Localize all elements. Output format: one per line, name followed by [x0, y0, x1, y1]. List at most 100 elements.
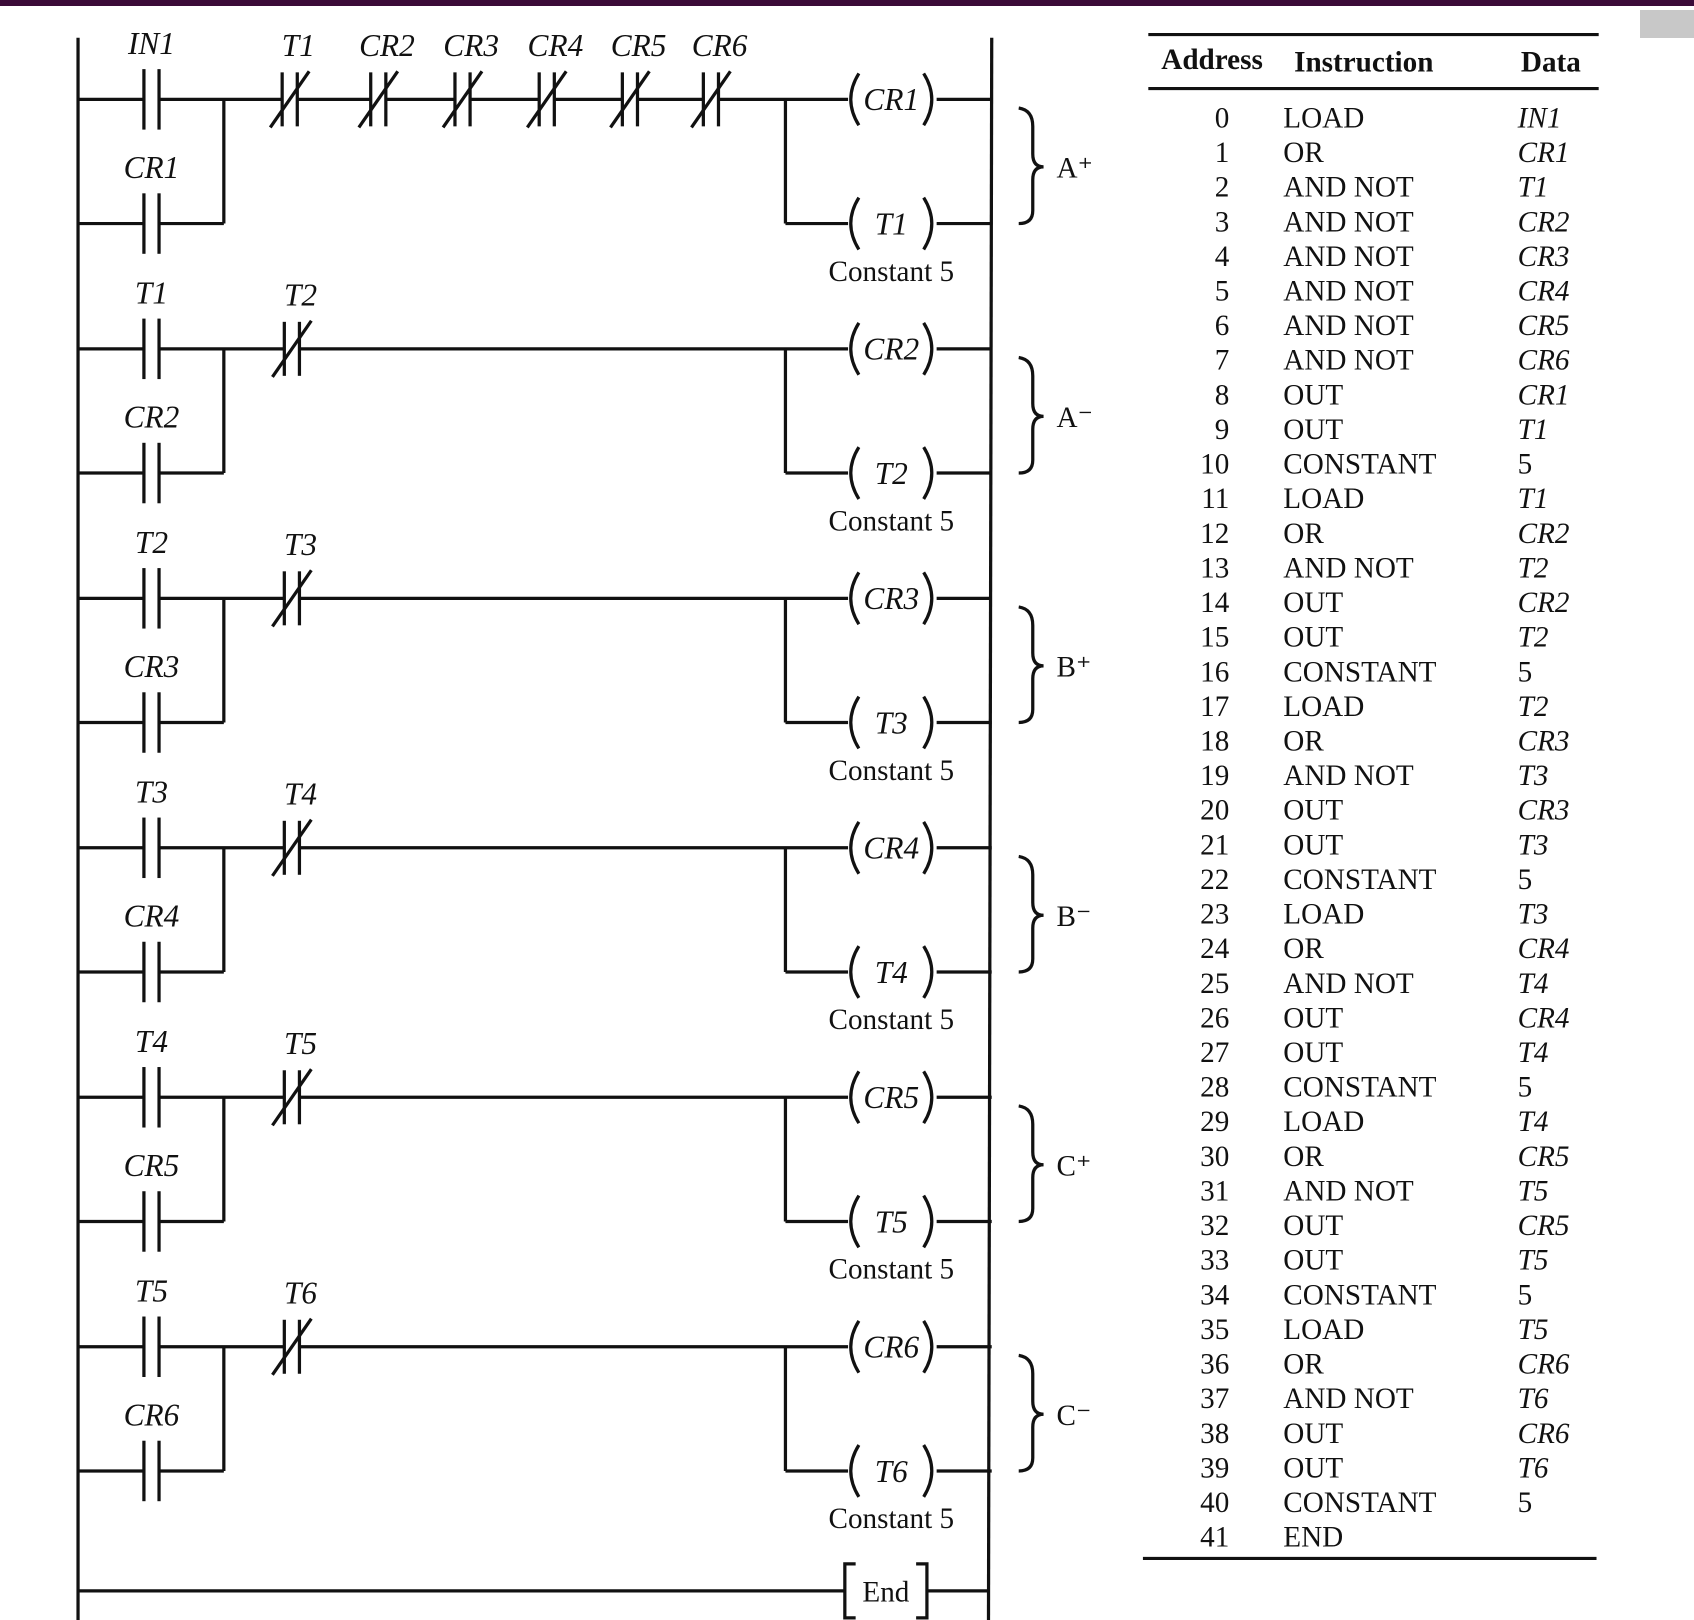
row-instruction: CONSTANT [1283, 1072, 1436, 1104]
row-instruction: OUT [1283, 1210, 1343, 1242]
row-data: T4 [1518, 1037, 1549, 1069]
row-address: 23 [1200, 899, 1229, 931]
header-data: Data [1521, 46, 1581, 78]
row-instruction: OR [1283, 137, 1324, 169]
row-address: 24 [1200, 933, 1230, 965]
group-brace [1018, 106, 1044, 226]
row-data: CR6 [1518, 1418, 1570, 1450]
coil-left-paren [849, 1319, 861, 1374]
row-data: CR2 [1518, 206, 1570, 238]
row-instruction: OUT [1283, 1418, 1343, 1450]
row-data: CR5 [1518, 1141, 1570, 1173]
row-data: CR4 [1518, 276, 1570, 308]
row-address: 18 [1200, 725, 1229, 757]
contact-label: T5 [135, 1273, 168, 1308]
contact-label: T4 [135, 1024, 168, 1059]
coil-label: CR6 [863, 1330, 919, 1365]
row-address: 15 [1200, 622, 1229, 654]
window-top-bar [0, 0, 1694, 6]
contact-label: CR3 [443, 28, 499, 63]
timer-left-paren [849, 446, 861, 500]
row-address: 39 [1200, 1452, 1229, 1484]
timer-preset: Constant 5 [829, 1254, 955, 1286]
contact-label: CR4 [124, 899, 180, 934]
coil-right-paren [922, 322, 934, 376]
timer-preset: Constant 5 [829, 755, 955, 787]
row-address: 32 [1200, 1210, 1229, 1242]
row-data: CR2 [1518, 518, 1570, 550]
coil-label: CR3 [863, 581, 919, 616]
contact-label: T4 [284, 777, 317, 812]
timer-right-paren [922, 1194, 934, 1249]
contact-label: CR1 [124, 150, 180, 185]
row-data: CR3 [1518, 795, 1570, 827]
row-instruction: CONSTANT [1283, 656, 1436, 688]
row-address: 28 [1200, 1072, 1229, 1104]
row-instruction: OR [1283, 1141, 1324, 1173]
row-data: T3 [1518, 760, 1549, 792]
contact-label: CR6 [692, 28, 748, 63]
row-data: T5 [1518, 1175, 1549, 1207]
row-instruction: CONSTANT [1283, 1487, 1436, 1519]
row-address: 21 [1200, 829, 1229, 861]
row-data: T4 [1518, 1106, 1549, 1138]
row-instruction: CONSTANT [1283, 1279, 1436, 1311]
row-instruction: OUT [1283, 379, 1343, 411]
row-address: 22 [1200, 864, 1229, 896]
contact-slash [525, 70, 568, 129]
row-instruction: AND NOT [1283, 760, 1414, 792]
scrollbar-thumb[interactable] [1640, 10, 1694, 38]
row-data: T3 [1518, 829, 1549, 861]
coil-left-paren [849, 571, 861, 626]
group-brace [1018, 605, 1044, 725]
row-data: CR4 [1518, 1002, 1570, 1034]
timer-label: T5 [875, 1204, 908, 1239]
row-data: T1 [1518, 483, 1549, 515]
row-instruction: LOAD [1283, 1106, 1364, 1138]
no-contact [142, 1067, 161, 1128]
row-address: 31 [1200, 1175, 1229, 1207]
timer-right-paren [922, 695, 934, 750]
row-data: CR1 [1518, 379, 1570, 411]
row-data: T3 [1518, 899, 1549, 931]
row-instruction: OUT [1283, 622, 1343, 654]
end-right-bracket [916, 1562, 929, 1620]
timer-preset: Constant 5 [829, 256, 955, 288]
end-left-bracket [843, 1562, 856, 1620]
row-data: CR1 [1518, 137, 1570, 169]
group-label: C⁺ [1057, 1151, 1092, 1183]
contact-slash [271, 569, 313, 628]
row-address: 10 [1200, 449, 1229, 481]
timer-preset: Constant 5 [829, 505, 955, 537]
row-instruction: LOAD [1283, 483, 1364, 515]
row-instruction: LOAD [1283, 1314, 1364, 1346]
branch-contact [142, 1191, 161, 1252]
timer-label: T4 [875, 955, 908, 990]
row-data: T1 [1518, 414, 1549, 446]
coil-label: CR1 [863, 82, 919, 117]
row-data: T4 [1518, 968, 1549, 1000]
group-brace [1018, 355, 1044, 475]
row-address: 41 [1200, 1522, 1229, 1554]
row-data: T2 [1518, 552, 1549, 584]
contact-label: T2 [284, 278, 317, 313]
